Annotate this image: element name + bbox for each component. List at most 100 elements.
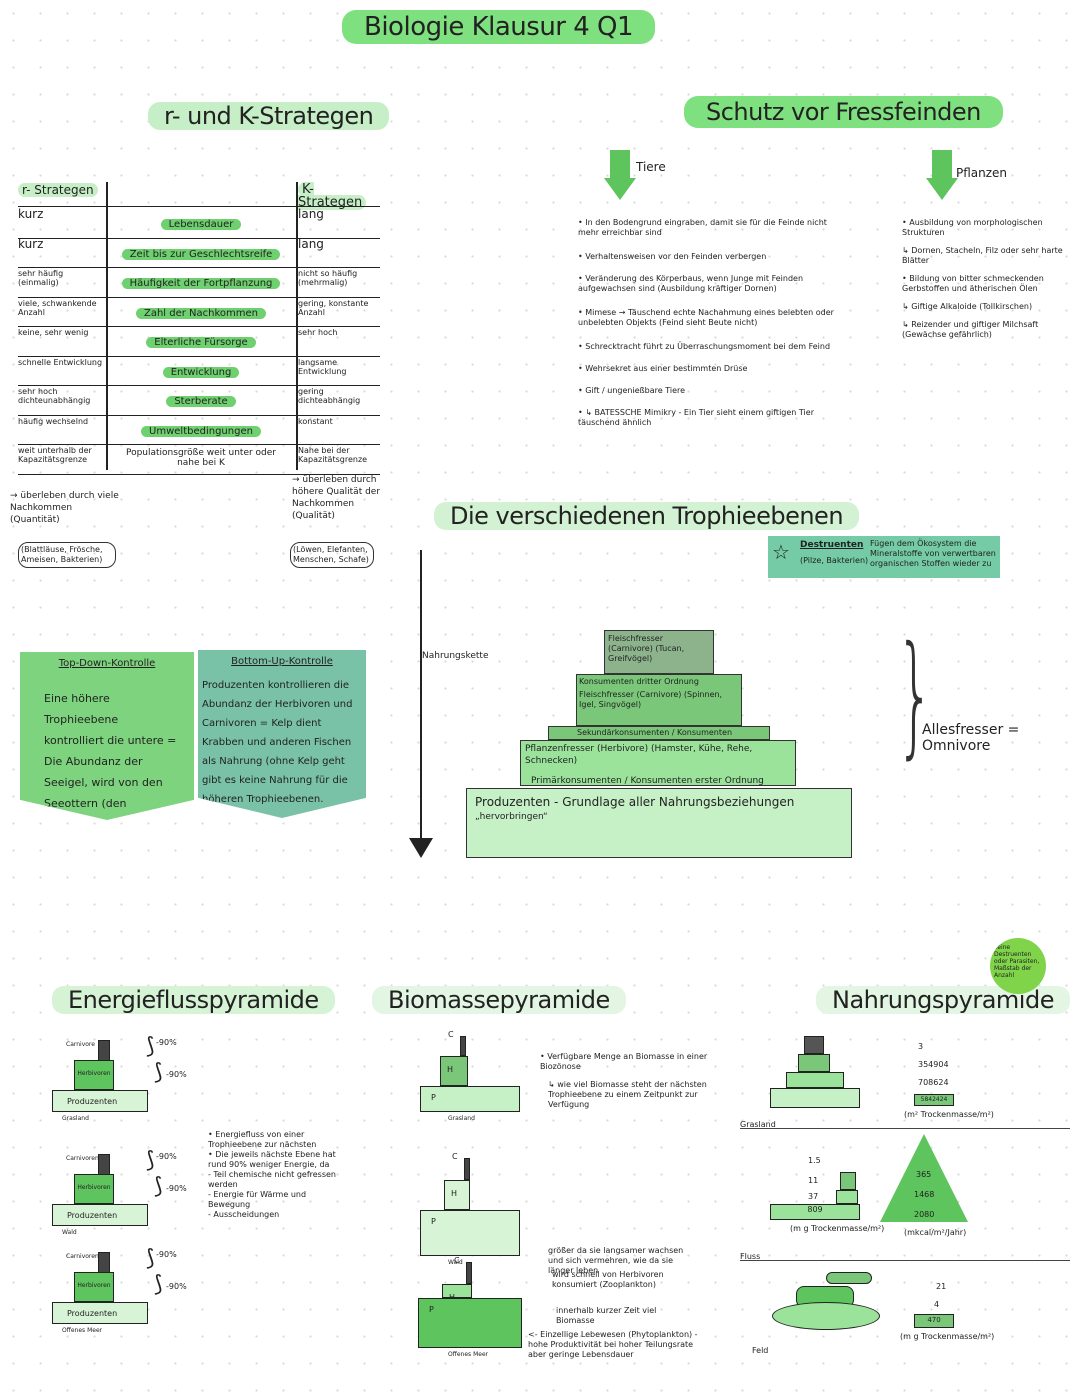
pflanzen-list: • Ausbildung von morphologischen Struktu…	[902, 218, 1074, 348]
bp-base: P	[420, 1086, 520, 1112]
np-left-0: 1.5	[808, 1156, 821, 1165]
rk-r-cell: weit unterhalb der Kapazitätsgrenze	[18, 446, 92, 464]
bp-mid: H	[440, 1056, 468, 1086]
schutz-heading-wrap: Schutz vor Fressfeinden	[684, 96, 1003, 128]
np-right-base: 470	[914, 1314, 954, 1328]
np3-base	[772, 1302, 880, 1330]
bp-c: C	[448, 1030, 454, 1039]
top-down-box: Top-Down-Kontrolle Eine höhere Trophieeb…	[20, 652, 194, 820]
star-icon: ☆	[772, 540, 790, 564]
destruenten-title: Destruenten	[800, 540, 864, 550]
np-top	[804, 1036, 824, 1054]
biomass-note-6: <- Einzellige Lebewesen (Phytoplankton) …	[528, 1330, 698, 1359]
ep-loss-2: -90%	[166, 1282, 187, 1291]
np-triangle	[880, 1134, 968, 1222]
ep-loss-1: -90%	[156, 1250, 177, 1259]
rk-k-cell: lang	[298, 236, 324, 251]
rk-row: kurz Lebensdauer lang	[18, 207, 380, 239]
k-examples: (Löwen, Elefanten, Menschen, Schafe)	[290, 542, 374, 568]
rk-heading: r- und K-Strategen	[148, 102, 390, 130]
rk-r-cell: sehr häufig (einmalig)	[18, 269, 64, 287]
np-right-1: 4	[934, 1300, 940, 1309]
rk-r-cell: häufig wechselnd	[18, 416, 89, 426]
np3-top	[826, 1272, 872, 1284]
np2-base: 809	[770, 1204, 860, 1220]
rk-row: kurz Zeit bis zur Geschlechtsreife lang	[18, 236, 380, 268]
pflanzen-item: ↳ Giftige Alkaloide (Tollkirschen)	[902, 302, 1033, 311]
np-val-2: 708624	[918, 1078, 949, 1087]
rk-row: schnelle Entwicklung Entwicklung langsam…	[18, 357, 380, 386]
ep-loss-2: -90%	[166, 1184, 187, 1193]
rk-r-cell: kurz	[18, 207, 44, 221]
rk-mid-cell: Umweltbedingungen	[110, 419, 292, 438]
kette-arrow-icon	[409, 838, 433, 858]
np-l2	[798, 1054, 830, 1072]
rk-mid-cell: Zahl der Nachkommen	[110, 301, 292, 320]
np-unit-1: (m² Trockenmasse/m²)	[904, 1110, 994, 1119]
destruenten-ex: (Pilze, Bakterien)	[800, 556, 869, 565]
biomass-note-5: innerhalb kurzer Zeit viel Biomasse	[556, 1306, 657, 1325]
ep-base: Produzenten	[52, 1204, 148, 1226]
ep-curve-icon: ⟆	[146, 1148, 155, 1173]
energy-heading: Energieflusspyramide	[52, 986, 335, 1014]
pflanzen-item: • Bildung von bitter schmeckenden Gerbst…	[902, 274, 1044, 293]
np-left-1: 11	[808, 1176, 819, 1185]
bp-top	[466, 1262, 472, 1284]
energy-note: • Energiefluss von einer Trophieebene zu…	[208, 1130, 317, 1149]
energy-heading-wrap: Energieflusspyramide	[52, 986, 335, 1014]
bp-c: C	[454, 1256, 460, 1265]
bp-mid: H	[442, 1284, 472, 1302]
ep-place: Wald	[62, 1229, 77, 1236]
rk-r-cell: kurz	[18, 236, 44, 251]
tiere-list: • In den Bodengrund eingraben, damit sie…	[578, 218, 838, 440]
rk-mid-cell: Sterberate	[110, 389, 292, 408]
level-2: Pflanzenfresser (Herbivore) (Hamster, Kü…	[520, 740, 796, 786]
bp-mid: H	[444, 1180, 470, 1210]
tiere-item: • Veränderung des Körperbaus, wenn Junge…	[578, 274, 804, 293]
ep-top-label: Carnivoren	[66, 1155, 99, 1162]
troph-heading-wrap: Die verschiedenen Trophieebenen	[434, 502, 860, 530]
rk-r-cell: keine, sehr wenig	[18, 328, 89, 337]
troph-heading: Die verschiedenen Trophieebenen	[434, 502, 860, 530]
ep-curve-icon: ⟆	[154, 1272, 163, 1297]
level-4: Fleischfresser (Carnivore) (Tucan, Greif…	[604, 630, 714, 674]
np-right-0: 21	[936, 1282, 947, 1291]
rk-mid-cell: Entwicklung	[110, 360, 292, 379]
rk-table: r- Strategen K-Strategen kurz Lebensdaue…	[18, 182, 380, 475]
ep-loss-1: -90%	[156, 1152, 177, 1161]
pflanzen-item: ↳ Dornen, Stacheln, Filz oder sehr harte…	[902, 246, 1063, 265]
energy-note: • Die jeweils nächste Ebene hat rund 90%…	[208, 1150, 336, 1169]
level-3: Konsumenten dritter Ordnung Fleischfress…	[576, 674, 742, 726]
rk-mid-cell: Elterliche Fürsorge	[110, 330, 292, 349]
grasland-label: Grasland	[740, 1120, 776, 1129]
np-divider-1	[740, 1128, 1070, 1129]
omnivore-label: Allesfresser = Omnivore	[922, 722, 1020, 754]
energy-note: - Teil chemische nicht gefressen werden	[208, 1170, 336, 1189]
tiere-label: Tiere	[636, 160, 666, 174]
np-unit-left: (m g Trockenmasse/m²)	[790, 1224, 885, 1233]
rk-row: häufig wechselnd Umweltbedingungen konst…	[18, 416, 380, 445]
ep-curve-icon: ⟆	[154, 1174, 163, 1199]
ep-place: Offenes Meer	[62, 1327, 103, 1334]
rk-row: keine, sehr wenig Elterliche Fürsorge se…	[18, 327, 380, 357]
bp-place: Offenes Meer	[448, 1351, 489, 1358]
bp-top	[460, 1036, 466, 1056]
ep-curve-icon: ⟆	[146, 1246, 155, 1271]
ep-loss-2: -90%	[166, 1070, 187, 1079]
rk-k-cell: langsame Entwicklung	[298, 357, 347, 376]
np-unit-right: (m g Trockenmasse/m²)	[900, 1332, 995, 1341]
bottom-up-box: Bottom-Up-Kontrolle Produzenten kontroll…	[198, 650, 366, 818]
ep-mid: Herbivoren	[74, 1272, 114, 1302]
tiere-item: • Gift / ungenießbare Tiere	[578, 386, 686, 395]
np-l3	[786, 1072, 844, 1088]
rk-row: weit unterhalb der Kapazitätsgrenze Popu…	[18, 445, 380, 475]
ep-mid: Herbivoren	[74, 1060, 114, 1090]
bp-base: P	[418, 1298, 522, 1348]
np-unit-tri: (mkcal/m²/Jahr)	[904, 1228, 967, 1237]
r-note: → überleben durch viele Nachkommen (Quan…	[10, 491, 119, 525]
nahrung-badge: keine Destruenten oder Parasiten, Maßsta…	[990, 938, 1046, 994]
rk-k-cell: konstant	[298, 416, 333, 426]
bp-c: C	[452, 1152, 458, 1161]
energy-note: - Energie für Wärme und Bewegung	[208, 1190, 307, 1209]
rk-k-cell: Nahe bei der Kapazitätsgrenze	[298, 446, 368, 464]
